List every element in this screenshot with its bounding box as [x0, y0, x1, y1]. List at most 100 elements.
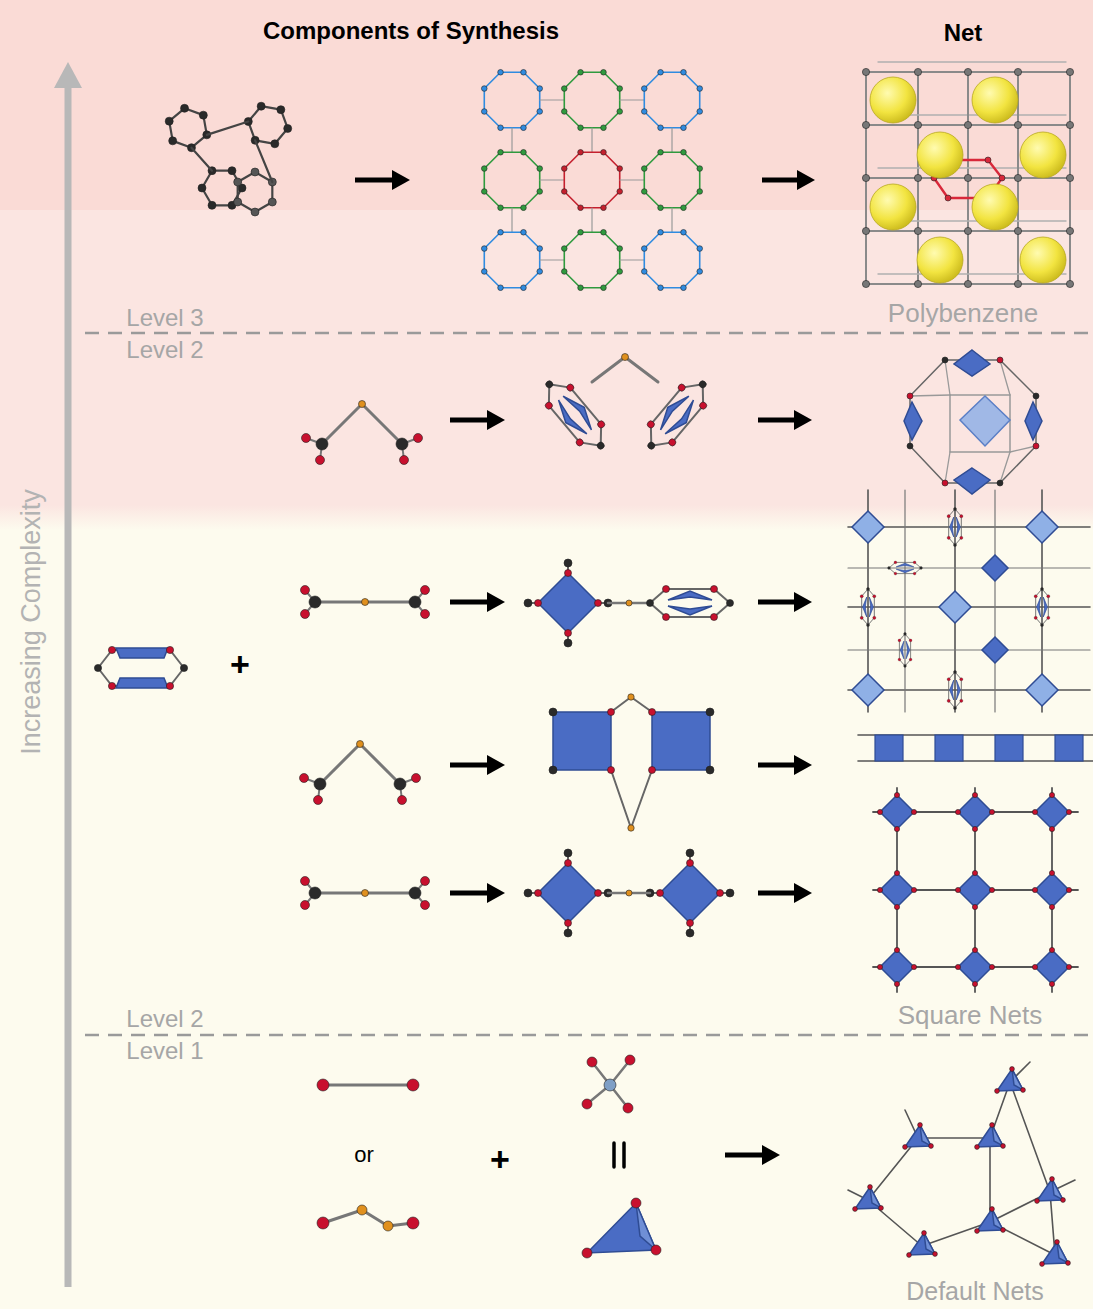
bond-stick: [564, 232, 580, 248]
atom-ball: [698, 379, 708, 389]
paddlewheel-edge-on: [647, 586, 734, 621]
atom-ball: [862, 280, 869, 287]
pore-sphere: [1020, 237, 1066, 283]
polyhedron-face: [870, 1187, 881, 1208]
atom-ball: [1014, 68, 1021, 75]
bond-stick: [360, 744, 400, 784]
atom-ball: [922, 1231, 927, 1236]
atom-ball: [596, 419, 606, 429]
net-name: Default Nets: [906, 1278, 1044, 1306]
atom-ball: [180, 664, 187, 671]
atom-ball: [641, 166, 647, 172]
atom-ball: [904, 633, 907, 636]
bond-stick: [581, 287, 604, 289]
atom-ball: [898, 658, 901, 661]
atom-ball: [697, 189, 703, 195]
bond-stick: [323, 1084, 413, 1087]
atom-ball: [565, 920, 572, 927]
atom-ball: [873, 616, 876, 619]
atom-ball: [316, 438, 328, 450]
atom-ball: [947, 536, 950, 539]
atom-ball: [617, 246, 623, 252]
bond-stick: [564, 271, 580, 287]
polyhedron-face: [960, 396, 1010, 446]
atom-ball: [888, 567, 891, 570]
bond-stick: [848, 649, 1090, 650]
atom-ball: [582, 1248, 592, 1258]
atom-ball: [575, 437, 585, 447]
atom-ball: [667, 437, 677, 447]
atom-ball: [1035, 1199, 1040, 1204]
bond-stick: [540, 259, 564, 260]
atom-ball: [706, 766, 714, 774]
atom-ball: [537, 86, 543, 92]
atom-ball: [929, 1144, 934, 1149]
process-arrow: [758, 600, 798, 605]
atom-ball: [631, 1198, 641, 1208]
atom-ball: [649, 767, 656, 774]
polyhedron-face: [636, 1203, 656, 1250]
polyhedron-face: [852, 511, 884, 543]
polyhedron-face: [896, 569, 914, 573]
atom-ball: [1066, 1261, 1071, 1266]
atom-ball: [995, 1089, 1000, 1094]
polyhedron-face: [910, 360, 1036, 483]
atom-ball: [997, 480, 1003, 486]
atom-ball: [911, 964, 916, 969]
band-fade: [0, 505, 1093, 530]
process-arrowhead: [487, 592, 505, 612]
atom-ball: [1050, 1177, 1055, 1182]
atom-ball: [853, 1207, 858, 1212]
level2-band: [0, 210, 1093, 510]
process-arrow: [758, 763, 798, 768]
atom-ball: [860, 595, 863, 598]
bond-stick: [895, 573, 914, 574]
atom-ball: [933, 1252, 938, 1257]
level-label: Level 3: [126, 305, 203, 331]
atom-ball: [362, 599, 369, 606]
bond-stick: [483, 89, 485, 112]
polyhedron-face: [939, 591, 971, 623]
polyhedron-face: [954, 350, 990, 376]
polyhedron-face: [896, 563, 914, 567]
atom-ball: [617, 189, 623, 195]
atom-ball: [1032, 887, 1037, 892]
atom-ball: [972, 981, 977, 986]
atom-ball: [681, 69, 687, 75]
pore-sphere: [870, 184, 916, 230]
polyhedron-face: [905, 1125, 931, 1147]
process-arrowhead: [794, 410, 812, 430]
process-arrowhead: [762, 1145, 780, 1165]
atom-ball: [564, 929, 572, 937]
atom-ball: [960, 699, 963, 702]
bond-stick: [625, 357, 658, 382]
bond-stick: [523, 271, 539, 287]
polyhedron-face: [863, 597, 867, 617]
atom-ball: [251, 168, 259, 176]
complexity-arrow: [65, 82, 72, 1287]
atom-ball: [549, 708, 557, 716]
pore-sphere: [917, 132, 963, 178]
bond-stick: [904, 490, 905, 712]
atom-ball: [914, 280, 921, 287]
atom-ball: [561, 189, 567, 195]
atom-ball: [646, 419, 656, 429]
atom-ball: [641, 246, 647, 252]
atom-ball: [537, 166, 543, 172]
atom-ball: [1014, 174, 1021, 181]
atom-ball: [658, 285, 664, 291]
atom-ball: [521, 285, 527, 291]
atom-ball: [301, 877, 310, 886]
polyhedron-face: [982, 637, 1008, 663]
bond-stick: [683, 111, 699, 127]
atom-ball: [407, 1079, 419, 1091]
bond-stick: [483, 169, 485, 192]
atom-ball: [877, 887, 882, 892]
bond-stick: [661, 287, 684, 289]
atom-ball: [537, 109, 543, 115]
atom-ball: [617, 269, 623, 275]
process-arrowhead: [487, 883, 505, 903]
process-arrow: [758, 891, 798, 896]
atom-ball: [972, 826, 977, 831]
